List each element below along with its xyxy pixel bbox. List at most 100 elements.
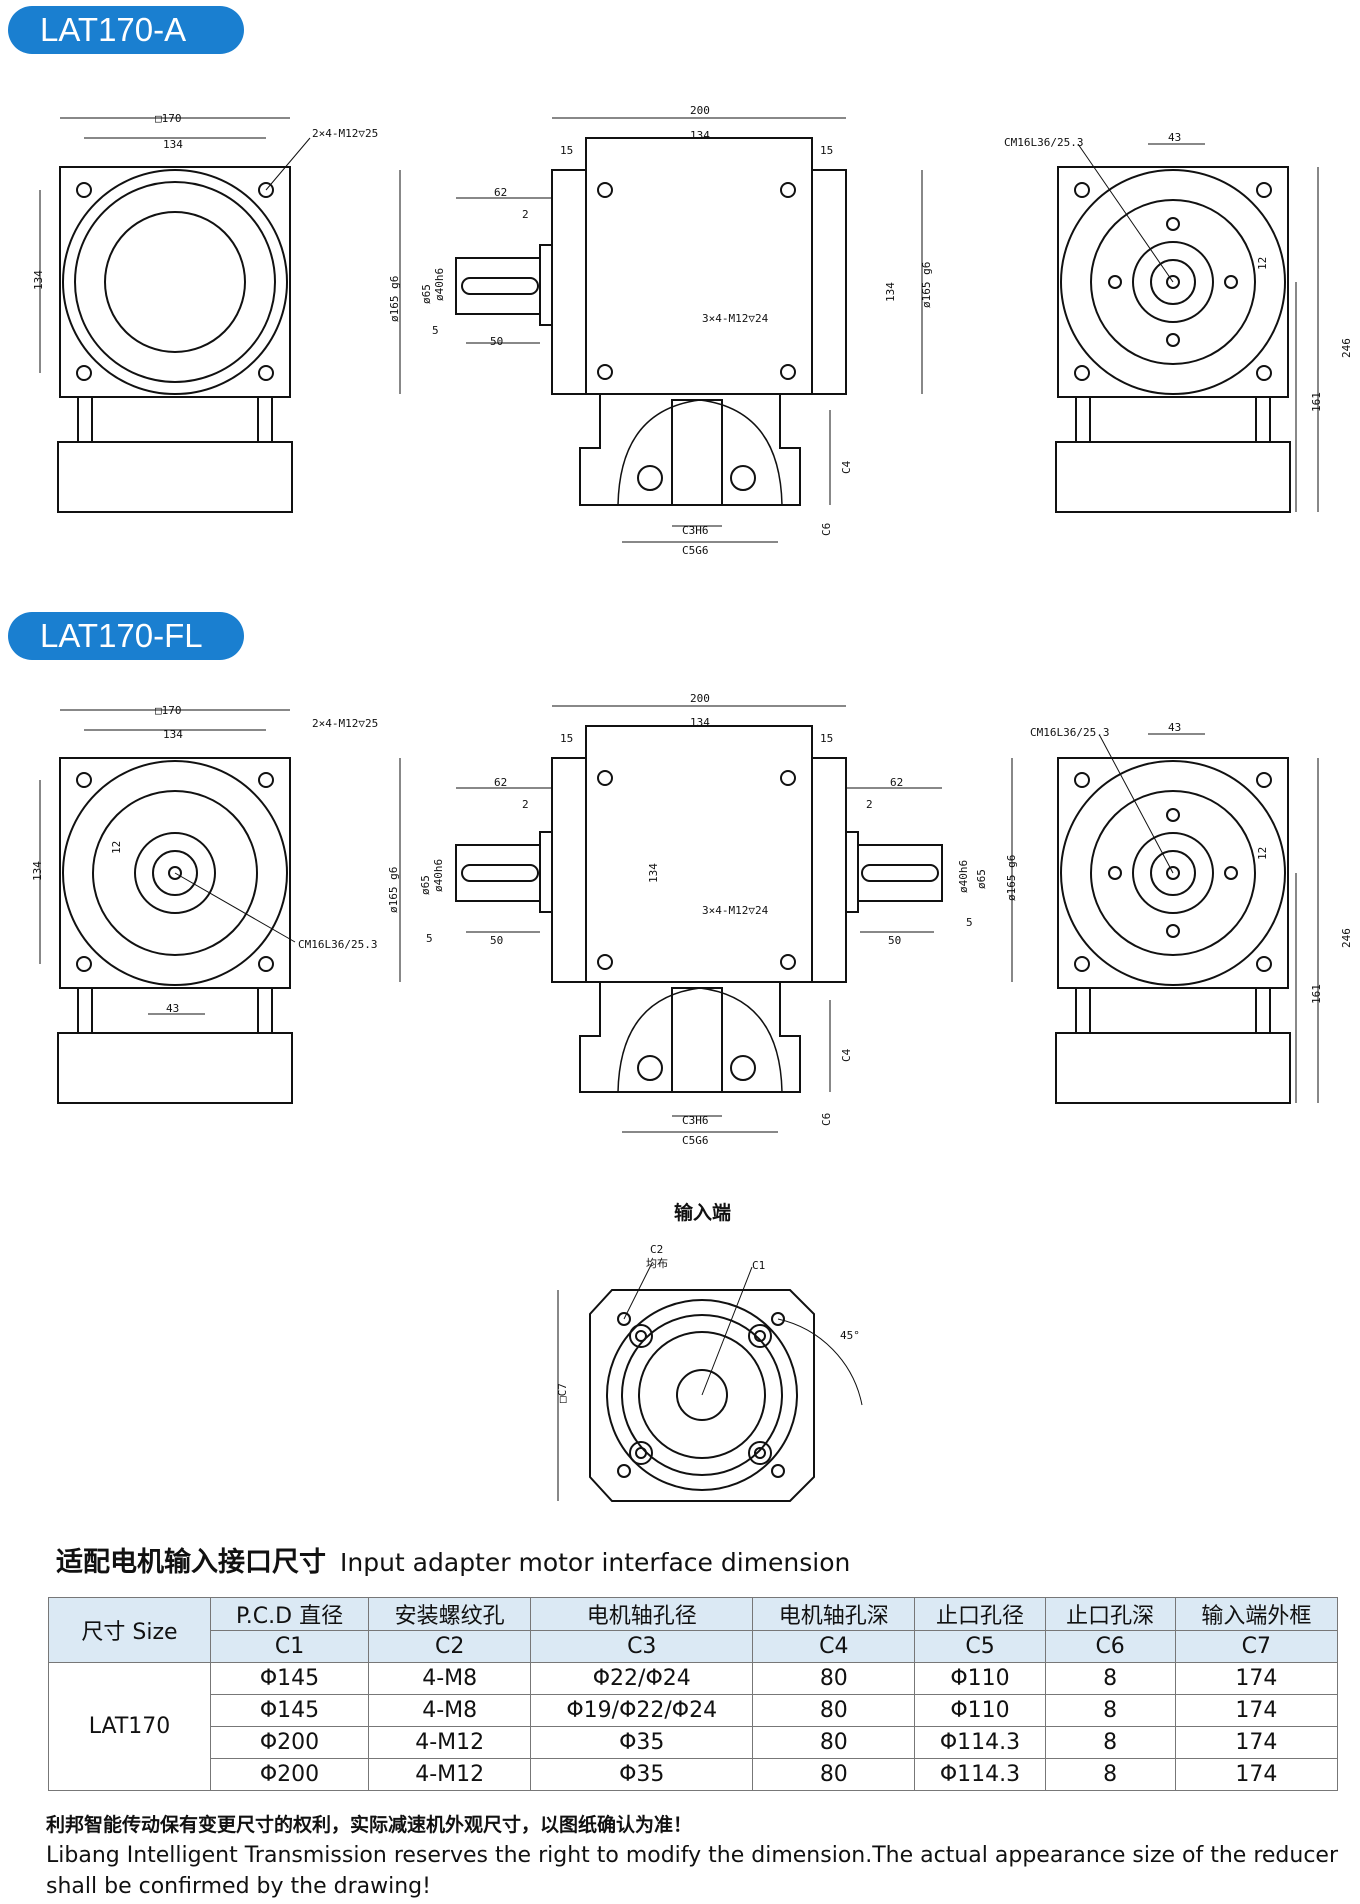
col-header: 安装螺纹孔 (368, 1597, 532, 1631)
table-cell: 4-M12 (368, 1758, 532, 1791)
dim-c4-fl: C4 (840, 1048, 853, 1062)
back-view-fl: CM16L36/25.3 43 12 246 161 (1030, 721, 1353, 1104)
dim-holes-side: 3×4-M12▽24 (702, 312, 769, 325)
dim-45: 45° (840, 1329, 860, 1342)
dim-5-left-fl: 5 (426, 932, 433, 945)
dim-2-left-fl: 2 (522, 798, 529, 811)
table-cell: Φ145 (209, 1694, 370, 1727)
dim-phi40: ø40h6 (433, 268, 446, 301)
dim-246-fl: 246 (1340, 928, 1353, 948)
table-row: Φ145 4-M8 Φ19/Φ22/Φ24 80 Φ110 8 174 (49, 1694, 1339, 1727)
front-view-a: □170 134 2×4-M12▽25 134 (32, 112, 378, 513)
dim-5: 5 (432, 324, 439, 337)
table-cell: Φ200 (209, 1726, 370, 1759)
dim-c6: C6 (820, 523, 833, 536)
col-code: C7 (1174, 1630, 1339, 1663)
front-view-fl: □170 134 2×4-M12▽25 134 CM16L36/25.3 43 … (31, 704, 378, 1104)
dim-43-a: 43 (1168, 131, 1181, 144)
col-header: 止口孔径 (914, 1597, 1046, 1631)
table-cell: Φ114.3 (914, 1758, 1046, 1791)
dim-12-a: 12 (1256, 257, 1269, 270)
dim-phi65-left-fl: ø65 (419, 875, 432, 895)
model-cell: LAT170 (48, 1662, 211, 1791)
dim-2: 2 (522, 208, 529, 221)
dim-161-fl: 161 (1310, 984, 1323, 1004)
table-cell: 8 (1044, 1758, 1176, 1791)
drawing-input-end: 输入端 □C7 C1 C2 均布 45° (556, 1201, 863, 1502)
adapter-table: 尺寸 Size P.C.D 直径 安装螺纹孔 电机轴孔径 电机轴孔深 止口孔径 … (48, 1597, 1339, 1791)
table-cell: 80 (752, 1662, 916, 1695)
model-badge-a: LAT170-A (8, 6, 244, 54)
dim-12-fl-front: 12 (110, 841, 123, 854)
dim-sq170-fl: □170 (155, 704, 182, 717)
table-cell: 8 (1044, 1726, 1176, 1759)
drawing-lat170-a: □170 134 2×4-M12▽25 134 200 134 15 15 62… (32, 104, 1353, 557)
dim-134-mid-fl: 134 (647, 863, 660, 883)
table-cell: 174 (1174, 1662, 1339, 1695)
dim-50: 50 (490, 335, 503, 348)
col-code: C2 (368, 1630, 532, 1663)
col-code: C6 (1044, 1630, 1176, 1663)
table-cell: 80 (752, 1758, 916, 1791)
table-cell: 4-M8 (368, 1694, 532, 1727)
dim-15-left-fl: 15 (560, 732, 573, 745)
dim-c1: C1 (752, 1259, 765, 1272)
model-badge-fl: LAT170-FL (8, 612, 244, 660)
dim-43-fl: 43 (1168, 721, 1181, 734)
table-cell: Φ114.3 (914, 1726, 1046, 1759)
dim-phi165-left-fl: ø165 g6 (387, 867, 400, 913)
col-header: 输入端外框 (1174, 1597, 1339, 1631)
table-cell: Φ200 (209, 1758, 370, 1791)
note-en: Libang Intelligent Transmission reserves… (46, 1843, 1339, 1899)
dim-c2: C2 (650, 1243, 663, 1256)
dim-5-right-fl: 5 (966, 916, 973, 929)
dim-43-fl-front: 43 (166, 1002, 179, 1015)
size-header: 尺寸 Size (48, 1597, 211, 1663)
dim-phi165-right-fl: ø165 g6 (1005, 855, 1018, 901)
table-cell: 4-M12 (368, 1726, 532, 1759)
col-header: P.C.D 直径 (209, 1597, 370, 1631)
dim-c3: C3H6 (682, 524, 709, 537)
dim-phi165-right: ø165 g6 (920, 262, 933, 308)
col-header: 电机轴孔径 (530, 1597, 754, 1631)
table-cell: Φ110 (914, 1662, 1046, 1695)
table-cell: 80 (752, 1726, 916, 1759)
table-cell: Φ22/Φ24 (530, 1662, 754, 1695)
dim-62-left-fl: 62 (494, 776, 507, 789)
dim-phi40-left-fl: ø40h6 (432, 859, 445, 892)
col-code: C1 (209, 1630, 370, 1663)
dim-keyway-fl: CM16L36/25.3 (1030, 726, 1109, 739)
dim-holes-side-fl: 3×4-M12▽24 (702, 904, 769, 917)
dim-12-fl: 12 (1256, 847, 1269, 860)
dim-50-left-fl: 50 (490, 934, 503, 947)
dim-134-left: 134 (32, 270, 45, 290)
col-header: 止口孔深 (1044, 1597, 1176, 1631)
table-cell: Φ35 (530, 1758, 754, 1791)
dim-c7: □C7 (556, 1383, 569, 1403)
dim-holes-top-fl: 2×4-M12▽25 (312, 717, 378, 730)
dim-200-fl: 200 (690, 692, 710, 705)
table-cell: Φ19/Φ22/Φ24 (530, 1694, 754, 1727)
dim-phi65: ø65 (420, 284, 433, 304)
dim-15-right-fl: 15 (820, 732, 833, 745)
dim-15-right: 15 (820, 144, 833, 157)
side-view-fl: 200 134 15 15 62 62 2 2 5 5 50 50 3×4-M1… (387, 692, 1018, 1147)
dim-134-side-right: 134 (884, 282, 897, 302)
dim-246-a: 246 (1340, 338, 1353, 358)
dim-keyway-fl-front: CM16L36/25.3 (298, 938, 377, 951)
dim-200: 200 (690, 104, 710, 117)
table-row: LAT170 Φ145 4-M8 Φ22/Φ24 80 Φ110 8 174 (48, 1662, 1339, 1791)
dim-c6-fl: C6 (820, 1113, 833, 1126)
note-cn: 利邦智能传动保有变更尺寸的权利，实际减速机外观尺寸，以图纸确认为准！ (46, 1814, 693, 1836)
dim-50-right-fl: 50 (888, 934, 901, 947)
side-view-a: 200 134 15 15 62 2 5 50 3×4-M12▽24 ø165 … (388, 104, 933, 557)
table-cell: 4-M8 (368, 1662, 532, 1695)
col-header: 电机轴孔深 (752, 1597, 916, 1631)
col-code: C4 (752, 1630, 916, 1663)
adapter-heading-cn: 适配电机输入接口尺寸 (56, 1547, 326, 1578)
table-cell: 8 (1044, 1694, 1176, 1727)
dim-134-side: 134 (690, 129, 710, 142)
dim-phi165-left: ø165 g6 (388, 276, 401, 322)
dim-c3-fl: C3H6 (682, 1114, 709, 1127)
